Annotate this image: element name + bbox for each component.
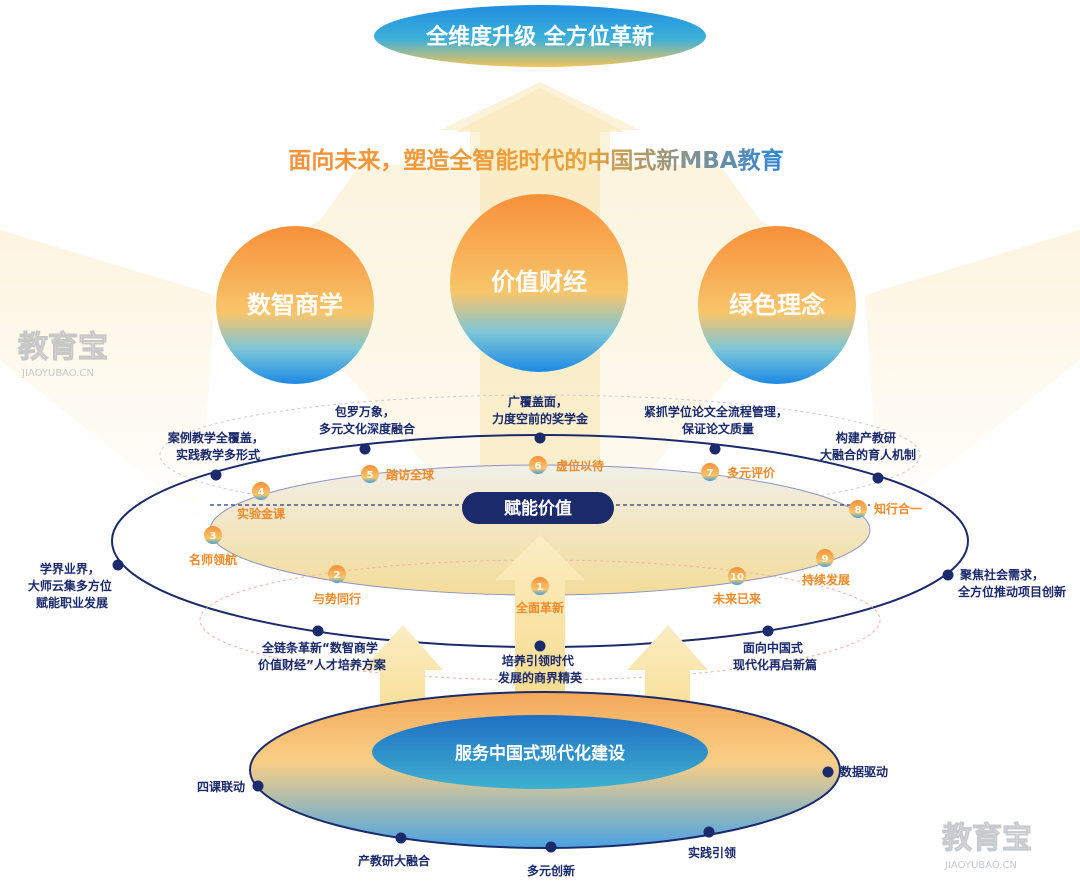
base-dot-2 xyxy=(395,832,407,844)
inner-point-10: 10 未来已来 xyxy=(712,567,762,606)
beam-right xyxy=(865,230,1080,520)
inner-label-8: 知行合一 xyxy=(873,501,922,516)
inner-num-9: 9 xyxy=(822,554,829,565)
circle-label-lvse: 绿色理念 xyxy=(729,291,825,319)
base-dot-3 xyxy=(545,841,557,853)
watermark-left: 教育宝 JIAOYUBAO.CN xyxy=(18,330,109,380)
inner-badge-10 xyxy=(728,567,746,585)
circle-shuzhi xyxy=(216,226,374,384)
inner-num-5: 5 xyxy=(367,470,374,481)
inner-badge-3 xyxy=(204,526,222,544)
up-arrow-center xyxy=(495,535,585,700)
top-banner xyxy=(374,5,706,67)
outer-dot-4 xyxy=(709,443,721,455)
inner-badge-7 xyxy=(701,463,719,481)
watermark-left-en: JIAOYUBAO.CN xyxy=(21,368,94,379)
base-inner xyxy=(372,715,708,789)
inner-point-8: 8 知行合一 xyxy=(849,500,922,518)
inner-num-2: 2 xyxy=(334,570,341,581)
base-label: 服务中国式现代化建设 xyxy=(455,743,625,764)
inner-label-10: 未来已来 xyxy=(712,591,762,606)
inner-num-4: 4 xyxy=(258,487,265,498)
base-label-1: 四课联动 xyxy=(197,779,245,794)
outer-dot-10 xyxy=(762,625,774,637)
headline: 面向未来，塑造全智能时代的中国式新MBA教育 xyxy=(288,147,783,174)
base-label-5: 数据驱动 xyxy=(840,764,888,779)
inner-badge-5 xyxy=(361,465,379,483)
inner-points: 1 全面革新 2 与势同行 3 名师领航 4 实验金课 5 踏访全球 6 虚位以… xyxy=(189,456,922,615)
inner-point-5: 5 踏访全球 xyxy=(361,465,435,483)
base-label-3: 多元创新 xyxy=(527,863,575,878)
watermark-right: 教育宝 JIAOYUBAO.CN xyxy=(942,821,1033,872)
base-label-2: 产教研大融合 xyxy=(358,853,431,868)
outer-dot-6 xyxy=(112,559,124,571)
inner-label-2: 与势同行 xyxy=(313,591,361,606)
inner-badge-8 xyxy=(849,500,867,518)
inner-label-5: 踏访全球 xyxy=(386,467,435,482)
inner-badge-4 xyxy=(252,482,270,500)
outer-dot-7 xyxy=(942,569,954,581)
outer-points: 案例教学全覆盖， 实践教学多形式 包罗万象， 多元文化深度融合 广覆盖面， 力度… xyxy=(28,394,1066,685)
base-dot-5 xyxy=(822,766,834,778)
inner-num-6: 6 xyxy=(535,461,542,472)
outer-dot-2 xyxy=(359,443,371,455)
inner-badge-1 xyxy=(531,577,549,595)
outer-label-4: 紧抓学位论文全流程管理， 保证论文质量 xyxy=(644,404,792,436)
inner-num-7: 7 xyxy=(707,468,714,479)
inner-label-7: 多元评价 xyxy=(727,465,776,480)
watermark-left-cn: 教育宝 xyxy=(18,330,108,365)
base-dot-1 xyxy=(252,780,264,792)
outer-label-7: 聚焦社会需求， 全方位推动项目创新 xyxy=(957,567,1066,599)
inner-point-6: 6 虚位以待 xyxy=(529,456,604,474)
inner-num-10: 10 xyxy=(730,572,744,583)
inner-label-1: 全面革新 xyxy=(515,600,564,615)
outer-dot-5 xyxy=(872,472,884,484)
circle-lvse xyxy=(698,226,856,384)
outer-dot-8 xyxy=(312,625,324,637)
outer-label-1: 案例教学全覆盖， 实践教学多形式 xyxy=(167,430,268,462)
watermark-right-cn: 教育宝 xyxy=(942,821,1032,856)
outer-label-3: 广覆盖面， 力度空前的奖学金 xyxy=(492,394,589,426)
inner-label-3: 名师领航 xyxy=(189,552,237,567)
inner-num-8: 8 xyxy=(855,505,862,516)
center-pill xyxy=(462,492,614,524)
outer-label-2: 包罗万象， 多元文化深度融合 xyxy=(319,404,416,436)
watermark-right-en: JIAOYUBAO.CN xyxy=(944,860,1017,871)
base-points: 四课联动 产教研大融合 多元创新 实践引领 数据驱动 xyxy=(197,764,888,878)
inner-label-6: 虚位以待 xyxy=(556,458,604,473)
inner-badge-2 xyxy=(328,565,346,583)
inner-point-9: 9 持续发展 xyxy=(802,549,850,587)
base-label-4: 实践引领 xyxy=(688,845,736,860)
inner-badge-6 xyxy=(529,456,547,474)
inner-point-3: 3 名师领航 xyxy=(189,526,237,567)
inner-num-1: 1 xyxy=(537,582,544,593)
top-banner-text: 全维度升级 全方位革新 xyxy=(425,24,654,50)
inner-point-1: 1 全面革新 xyxy=(515,577,564,615)
inner-point-4: 4 实验金课 xyxy=(237,482,286,521)
outer-label-6: 学界业界， 大师云集多方位 赋能职业发展 xyxy=(28,561,116,610)
beam-left xyxy=(0,230,215,520)
outer-label-8: 全链条革新“数智商学 价值财经”人才培养方案 xyxy=(258,640,387,672)
outer-dot-3 xyxy=(534,432,546,444)
inner-point-7: 7 多元评价 xyxy=(701,463,776,481)
dashed-ring-lower xyxy=(199,559,881,681)
inner-point-2: 2 与势同行 xyxy=(313,565,361,606)
circle-label-shuzhi: 数智商学 xyxy=(247,291,343,319)
outer-label-10: 面向中国式 现代化再启新篇 xyxy=(733,640,817,672)
outer-dot-9 xyxy=(534,640,546,652)
inner-label-9: 持续发展 xyxy=(802,572,850,587)
outer-label-9: 培养引领时代 发展的商界精英 xyxy=(497,653,583,685)
base-dot-4 xyxy=(703,826,715,838)
inner-num-3: 3 xyxy=(210,531,217,542)
inner-label-4: 实验金课 xyxy=(237,506,286,521)
center-pill-label: 赋能价值 xyxy=(504,498,572,519)
outer-dot-1 xyxy=(210,469,222,481)
circle-jiazhi xyxy=(450,194,628,372)
inner-badge-9 xyxy=(816,549,834,567)
outer-label-5: 构建产教研 大融合的育人机制 xyxy=(820,430,916,462)
circle-label-jiazhi: 价值财经 xyxy=(491,268,587,296)
